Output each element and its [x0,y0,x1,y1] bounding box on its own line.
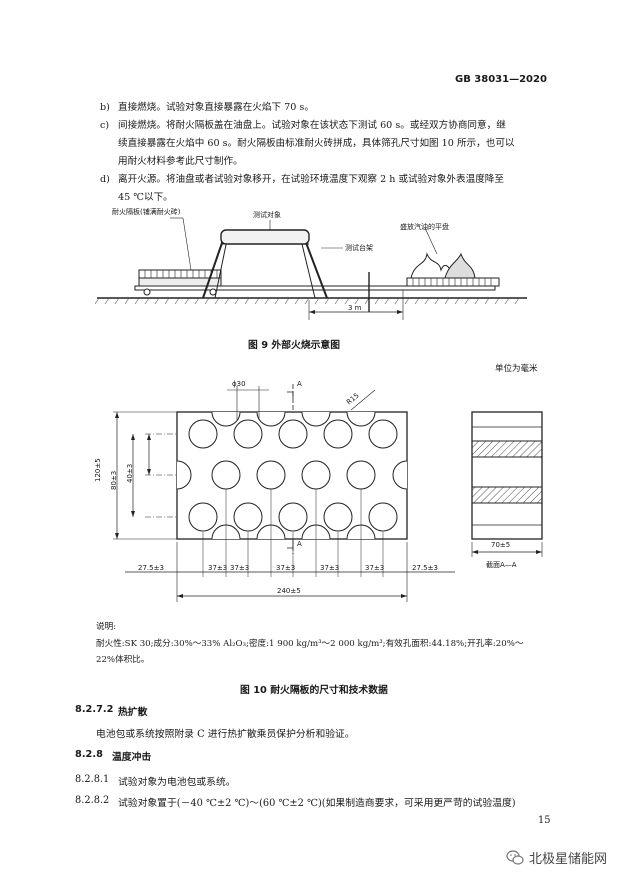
watermark-text: 北极星储能网 [528,852,607,867]
list-text-c3: 用耐火材料参考此尺寸制作。 [118,156,243,167]
fig10-dim-total: 240±5 [277,587,301,595]
fig10-dim-b2: 37±3 [230,564,250,572]
fig10-dim-pitch: 40±3 [126,463,134,483]
list-text-c1: 间接燃烧。将耐火隔板盖在油盘上。试验对象在该状态下测试 60 s。或经双方协商同… [118,120,506,131]
list-text-b: 直接燃烧。试验对象直接暴露在火焰下 70 s。 [118,102,314,113]
section-8-2-7-2-title: 热扩散 [118,707,148,718]
figure9-diagram [95,217,527,320]
section-8-2-8-2-num: 8.2.8.2 [75,795,110,806]
section-8-2-8-num: 8.2.8 [75,749,103,760]
section-8-2-8-2-text: 试验对象置于(－40 ℃±2 ℃)～(60 ℃±2 ℃)(如果制造商要求，可采用… [118,798,516,809]
section-8-2-8-title: 温度冲击 [112,752,152,763]
unit-label: 单位为毫米 [495,364,538,374]
page-number: 15 [538,815,551,826]
figure10-caption: 图 10 耐火隔板的尺寸和技术数据 [240,685,388,696]
fig10-dim-b0: 27.5±3 [138,564,164,572]
list-text-d1: 离开火源。将油盘或者试验对象移开，在试验环境温度下观察 2 h 或试验对象外表温… [118,174,504,185]
fig10-dim-b1: 37±3 [208,564,228,572]
fig9-label-distance: 3 m [348,304,362,312]
fig10-label-A-bottom: A [297,540,302,548]
list-label-d: d) [100,174,110,185]
list-text-d2: 45 ℃以下。 [118,192,173,203]
watermark: 北极星储能网 [506,848,607,867]
note-line-2: 22%体积比。 [96,655,150,665]
fig10-dim-height: 120±5 [94,458,102,482]
section-8-2-7-2-num: 8.2.7.2 [75,704,114,715]
fig10-dim-b5: 37±3 [365,564,385,572]
note-title: 说明: [96,622,117,632]
fig10-dim-b6: 27.5±3 [412,564,438,572]
list-label-b: b) [100,102,110,113]
fig10-label-A-top: A [297,380,302,388]
note-line-1: 耐火性:SK 30;成分:30%～33% Al₂O₃;密度:1 900 kg/m… [96,639,524,649]
fig10-dim-b4: 37±3 [320,564,340,572]
fig10-dim-mid: 80±3 [110,470,118,490]
fig9-label-stand: 测试台架 [345,244,373,252]
fig10-dim-hole: ϕ30 [232,380,246,388]
fig9-label-pan: 盛放汽油的平盘 [400,223,449,231]
fig10-section-label: 截面A—A [486,561,517,569]
standard-number: GB 38031—2020 [455,74,547,85]
list-text-c2: 续直接暴露在火焰中 60 s。耐火隔板由标准耐火砖拼成，具体筛孔尺寸如图 10 … [118,138,515,149]
fig10-dim-section: 70±5 [491,541,511,549]
fig9-label-object: 测试对象 [253,211,281,219]
figure10-diagram [113,384,543,602]
section-8-2-7-2-body: 电池包或系统按照附录 C 进行热扩散乘员保护分析和验证。 [96,729,355,740]
section-8-2-8-1-text: 试验对象为电池包或系统。 [118,777,236,788]
list-label-c: c) [100,120,110,131]
figure9-caption: 图 9 外部火烧示意图 [248,340,341,351]
wechat-icon [506,849,524,865]
fig9-label-board: 耐火隔板(铺满耐火砖) [112,208,181,216]
section-8-2-8-1-num: 8.2.8.1 [75,774,110,785]
fig10-dim-b3: 37±3 [276,564,296,572]
